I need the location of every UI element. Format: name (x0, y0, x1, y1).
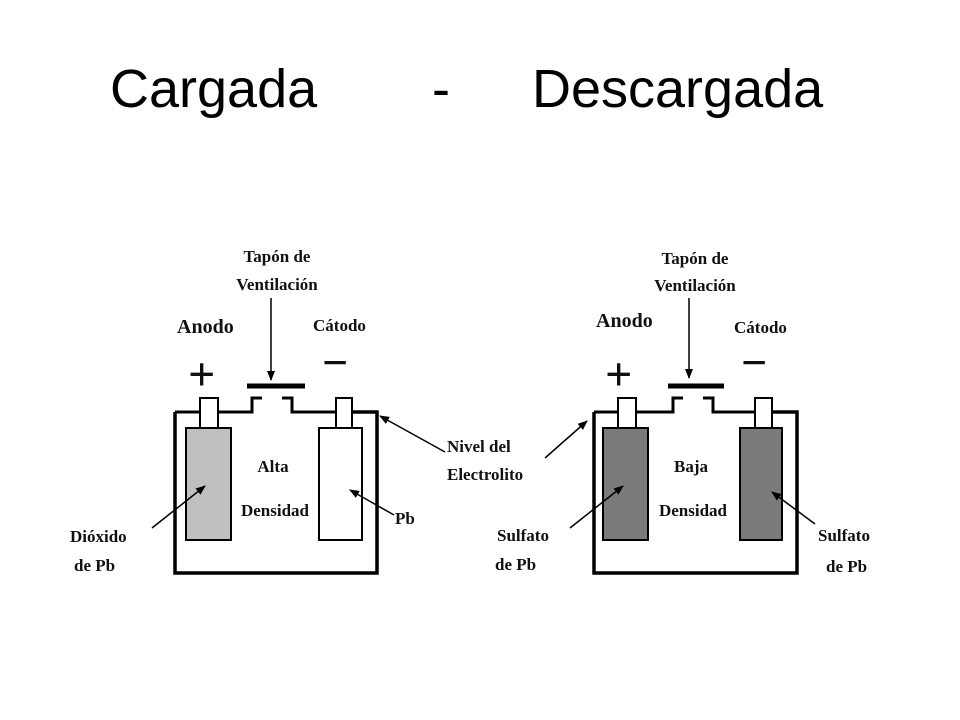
discharged-anode-terminal (617, 397, 637, 429)
discharged-anode-label: Anodo (596, 310, 653, 332)
electrolyte-label-2: Electrolito (447, 465, 523, 484)
charged-battery-top (175, 396, 336, 414)
discharged-right-plate-arrow (771, 491, 816, 525)
charged-vent-label-1: Tapón de (244, 247, 311, 266)
charged-density-label-2: Densidad (241, 501, 310, 520)
charged-density-label-1: Alta (257, 457, 289, 476)
discharged-vent-label-2: Ventilación (654, 276, 736, 295)
charged-cathode-plate-arrow (349, 489, 395, 516)
discharged-battery-top (594, 396, 755, 414)
charged-vent-label-2: Ventilación (236, 275, 318, 294)
slide-title: Cargada - Descargada (0, 58, 960, 128)
discharged-right-plate-label-2: de Pb (826, 557, 867, 576)
charged-lead-plate (318, 427, 363, 541)
charged-anode-plate-label-1: Dióxido (70, 527, 127, 546)
charged-cathode-terminal (335, 397, 353, 429)
charged-minus-sign: − (322, 337, 348, 388)
discharged-left-plate-label-1: Sulfato (497, 526, 549, 545)
charged-anode-plate-arrow (151, 485, 206, 529)
discharged-cathode-terminal (754, 397, 773, 429)
title-charged: Cargada (110, 59, 318, 119)
discharged-left-plate-label-2: de Pb (495, 555, 536, 574)
charged-anode-label: Anodo (177, 316, 234, 338)
discharged-sulfate-plate-left (602, 427, 649, 541)
electrolyte-label-1: Nivel del (447, 437, 511, 456)
charged-anode-terminal (199, 397, 219, 429)
discharged-density-label-2: Densidad (659, 501, 728, 520)
title-discharged: Descargada (532, 59, 824, 119)
charged-lead-dioxide-plate (185, 427, 232, 541)
discharged-minus-sign: − (741, 337, 767, 388)
discharged-sulfate-plate-right (739, 427, 783, 541)
discharged-left-plate-arrow (569, 485, 624, 529)
charged-cathode-plate-label: Pb (395, 509, 415, 528)
discharged-cathode-label: Cátodo (734, 318, 787, 337)
title-separator: - (432, 59, 450, 119)
discharged-right-plate-label-1: Sulfato (818, 526, 870, 545)
discharged-plus-sign: + (605, 348, 632, 401)
electrolyte-arrow-left (379, 415, 446, 453)
charged-anode-plate-label-2: de Pb (74, 556, 115, 575)
discharged-vent-label-1: Tapón de (662, 249, 729, 268)
charged-battery: + − Tapón de Ventilación Anodo Cátodo Al… (70, 247, 415, 575)
discharged-battery: + − Tapón de Ventilación Anodo Cátodo Ba… (495, 249, 870, 576)
charged-cathode-label: Cátodo (313, 316, 366, 335)
charged-battery-case (173, 410, 379, 575)
discharged-density-label-1: Baja (674, 457, 709, 476)
electrolyte-level: Nivel del Electrolito (379, 415, 588, 484)
discharged-battery-case (592, 410, 799, 575)
charged-plus-sign: + (188, 348, 215, 401)
electrolyte-arrow-right (544, 420, 588, 459)
